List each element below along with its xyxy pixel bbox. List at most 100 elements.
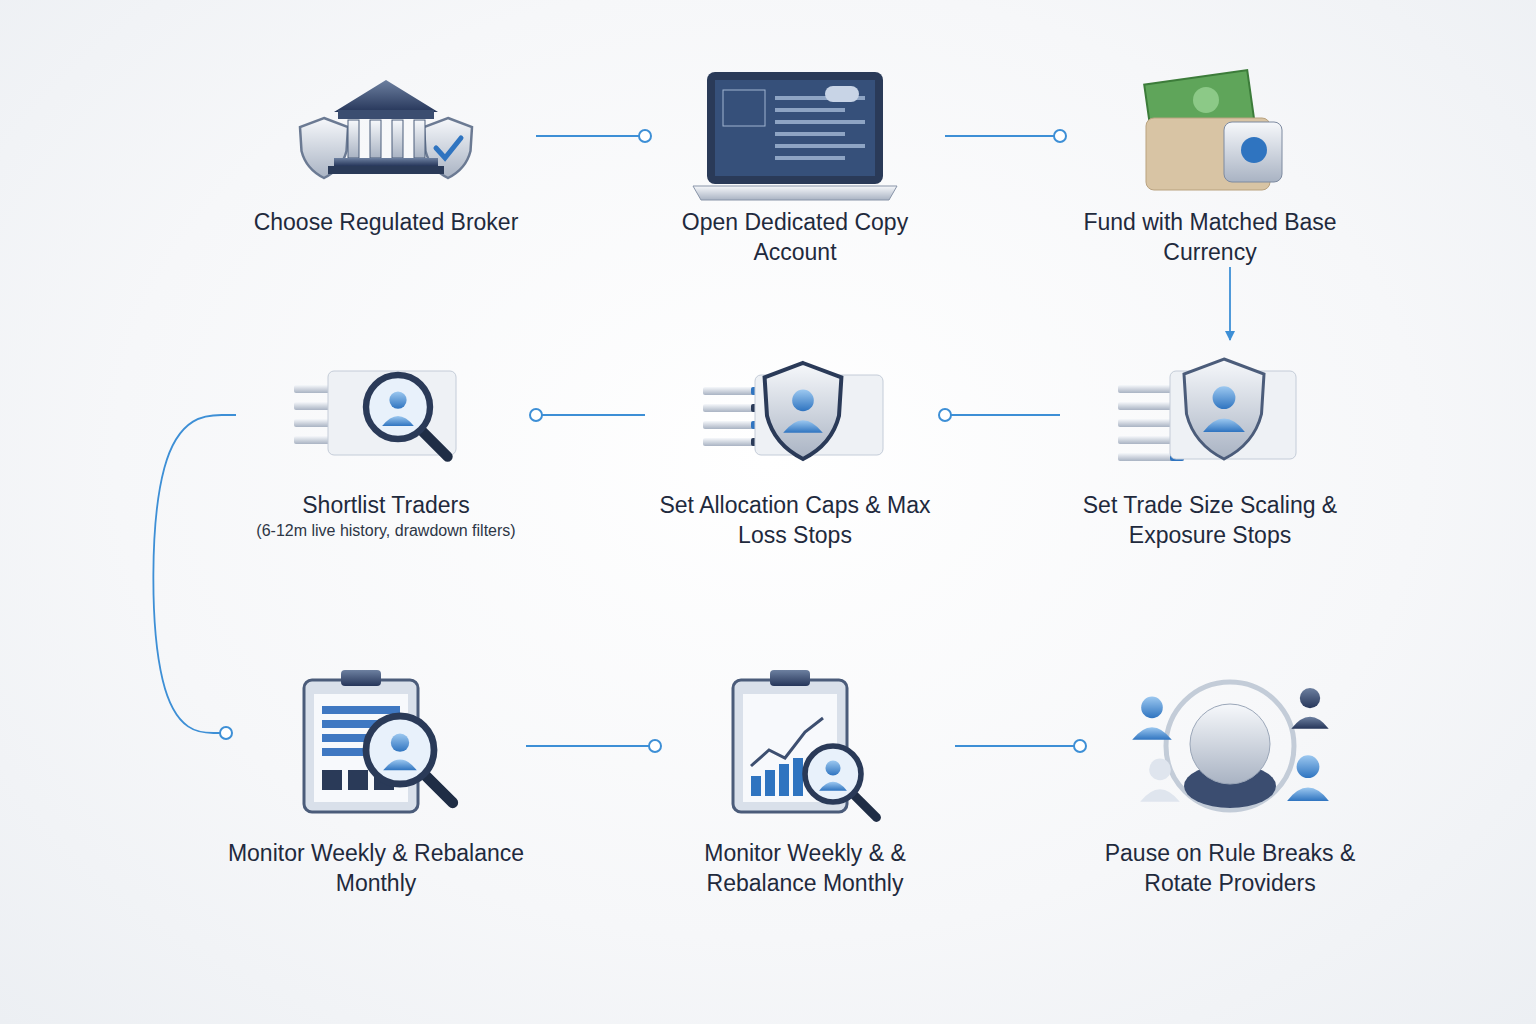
person-head [1149, 759, 1171, 781]
person-body [1140, 789, 1180, 802]
person-body [783, 420, 823, 433]
ui-line [775, 144, 865, 148]
person-head [389, 391, 406, 408]
orbit-ring [1166, 682, 1294, 810]
ui-line [775, 132, 845, 136]
clipboard-clip [341, 670, 381, 686]
ui-line [775, 108, 845, 112]
person-head [1213, 386, 1236, 409]
magnifier-lens [366, 375, 430, 439]
step-node: Set Trade Size Scaling & Exposure Stops [1060, 340, 1360, 550]
icon-group [1144, 70, 1282, 190]
person-body [383, 760, 417, 771]
person-body [1287, 788, 1329, 801]
person-head [1141, 697, 1163, 719]
step-icon [655, 654, 955, 838]
step-node: Monitor Weekly & Rebalance Monthly [226, 654, 526, 898]
icon-group [304, 670, 453, 812]
person-body [1132, 727, 1172, 740]
data-tile [322, 770, 342, 790]
laptop-base [693, 186, 897, 200]
step-icon [236, 340, 536, 490]
central-head [1190, 704, 1270, 784]
flow-connector [526, 745, 655, 747]
chart-bar [751, 776, 761, 796]
person-body [382, 416, 414, 426]
icon-group [733, 670, 876, 817]
magnifier-lens [366, 716, 434, 784]
clipboard-clip [770, 670, 810, 686]
step-label: Open Dedicated Copy Account [645, 207, 945, 267]
flow-connector [945, 414, 1060, 416]
wallet-flap [1224, 122, 1282, 182]
icon-group [300, 80, 472, 178]
flow-connector [955, 745, 1080, 747]
flow-connector [536, 414, 645, 416]
clipboard [304, 680, 418, 812]
shield [765, 363, 842, 459]
step-label: Shortlist Traders [236, 490, 536, 520]
icon-group [693, 72, 897, 200]
magnifier-handle [424, 774, 453, 803]
step-label: Set Trade Size Scaling & Exposure Stops [1060, 490, 1360, 550]
person-head [792, 390, 814, 412]
laptop-screen [707, 72, 883, 184]
magnifier-handle [420, 429, 447, 456]
bank-column [392, 120, 403, 158]
icon-group [703, 363, 883, 459]
step-icon [645, 340, 945, 490]
step-label: Monitor Weekly & Rebalance Monthly [226, 838, 526, 898]
chart-bar [793, 758, 803, 796]
bank-beam [338, 110, 434, 119]
ui-line [775, 156, 845, 160]
bank-step [334, 158, 438, 166]
flow-connector [1229, 267, 1231, 340]
step-icon [226, 654, 526, 838]
ui-toggle [825, 86, 859, 102]
step-icon [1080, 654, 1380, 838]
flow-connector [945, 135, 1060, 137]
flow-connector [536, 135, 645, 137]
step-node: Set Allocation Caps & Max Loss Stops [645, 340, 945, 550]
step-node: Shortlist Traders(6-12m live history, dr… [236, 340, 536, 542]
step-node: Open Dedicated Copy Account [645, 65, 945, 267]
step-node: Choose Regulated Broker [236, 65, 536, 237]
bank-step [328, 166, 444, 174]
magnifier-handle [853, 794, 877, 818]
person-body [819, 782, 847, 791]
bank-column [414, 120, 425, 158]
step-icon [1060, 340, 1360, 490]
icon-group [294, 371, 456, 457]
person-body [1203, 419, 1245, 432]
step-node: Fund with Matched Base Currency [1060, 65, 1360, 267]
step-icon [645, 65, 945, 207]
bank-column [348, 120, 359, 158]
laptop-display [715, 80, 875, 176]
step-label: Set Allocation Caps & Max Loss Stops [645, 490, 945, 550]
data-tile [348, 770, 368, 790]
step-label: Choose Regulated Broker [236, 207, 536, 237]
check-mark [436, 138, 461, 158]
person-body [1291, 717, 1328, 729]
person-head [391, 734, 409, 752]
ui-panel [723, 90, 765, 126]
bank-column [370, 120, 381, 158]
person-head [825, 760, 840, 775]
step-icon [1060, 65, 1360, 207]
step-note: (6-12m live history, drawdown filters) [236, 520, 536, 542]
step-node: Pause on Rule Breaks & Rotate Providers [1080, 654, 1380, 898]
step-label: Monitor Weekly & & Rebalance Monthly [655, 838, 955, 898]
person-head [1300, 688, 1320, 708]
step-icon [236, 65, 536, 207]
data-row [322, 706, 400, 714]
ui-line [775, 120, 865, 124]
chart-bar [779, 764, 789, 796]
wallet-clasp [1241, 137, 1267, 163]
step-node: Monitor Weekly & & Rebalance Monthly [655, 654, 955, 898]
shield [1184, 359, 1264, 459]
icon-group [1132, 682, 1329, 810]
icon-group [1118, 359, 1296, 461]
chart-bar [765, 770, 775, 796]
step-label: Fund with Matched Base Currency [1060, 207, 1360, 267]
